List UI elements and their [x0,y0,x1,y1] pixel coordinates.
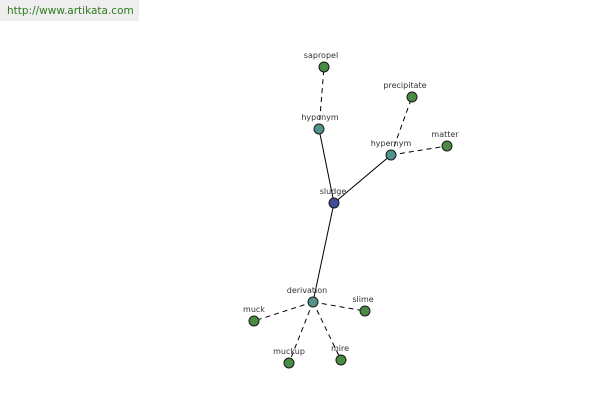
node-sludge[interactable]: sludge [320,187,347,209]
node-circle-sludge[interactable] [328,197,340,209]
node-label-sapropel: sapropel [304,51,338,60]
node-circle-hyponym[interactable] [313,123,325,135]
node-circle-sapropel[interactable] [318,61,330,73]
node-label-sludge: sludge [320,187,347,196]
edge-derivation-muck [253,301,314,322]
edge-hypernym-precipitate [390,96,413,156]
node-mire[interactable]: mire [331,344,349,366]
node-label-matter: matter [431,130,459,139]
node-label-slime: slime [352,295,373,304]
node-hyponym[interactable]: hyponym [301,113,339,135]
edge-hypernym-matter [390,145,448,156]
node-label-muck: muck [243,305,265,314]
node-sapropel[interactable]: sapropel [304,51,338,73]
node-derivation[interactable]: derivation [287,286,327,308]
edge-sludge-derivation [312,202,335,303]
node-circle-mire[interactable] [335,354,347,366]
node-label-hyponym: hyponym [301,113,339,122]
node-matter[interactable]: matter [431,130,459,152]
node-label-hypernym: hypernym [371,139,412,148]
node-circle-matter[interactable] [441,140,453,152]
node-label-precipitate: precipitate [383,81,426,90]
node-label-muckup: muckup [273,347,305,356]
node-hypernym[interactable]: hypernym [371,139,412,161]
edge-hyponym-sapropel [318,66,325,130]
edge-derivation-muckup [288,301,314,364]
source-link[interactable]: http://www.artikata.com [0,0,139,21]
edge-sludge-hyponym [318,128,335,204]
node-muck[interactable]: muck [243,305,265,327]
node-circle-muck[interactable] [248,315,260,327]
node-circle-muckup[interactable] [283,357,295,369]
graph-nodes: sludge hyponym hypernym derivation sapropel p… [243,51,459,369]
node-label-derivation: derivation [287,286,327,295]
edge-derivation-mire [312,301,342,361]
node-muckup[interactable]: muckup [273,347,305,369]
graph-edges [253,66,448,364]
node-circle-derivation[interactable] [307,296,319,308]
node-circle-slime[interactable] [359,305,371,317]
node-label-mire: mire [331,344,349,353]
edge-sludge-hypernym [333,154,392,204]
node-precipitate[interactable]: precipitate [383,81,427,103]
node-circle-hypernym[interactable] [385,149,397,161]
node-slime[interactable]: slime [352,295,374,317]
node-circle-precipitate[interactable] [406,91,418,103]
